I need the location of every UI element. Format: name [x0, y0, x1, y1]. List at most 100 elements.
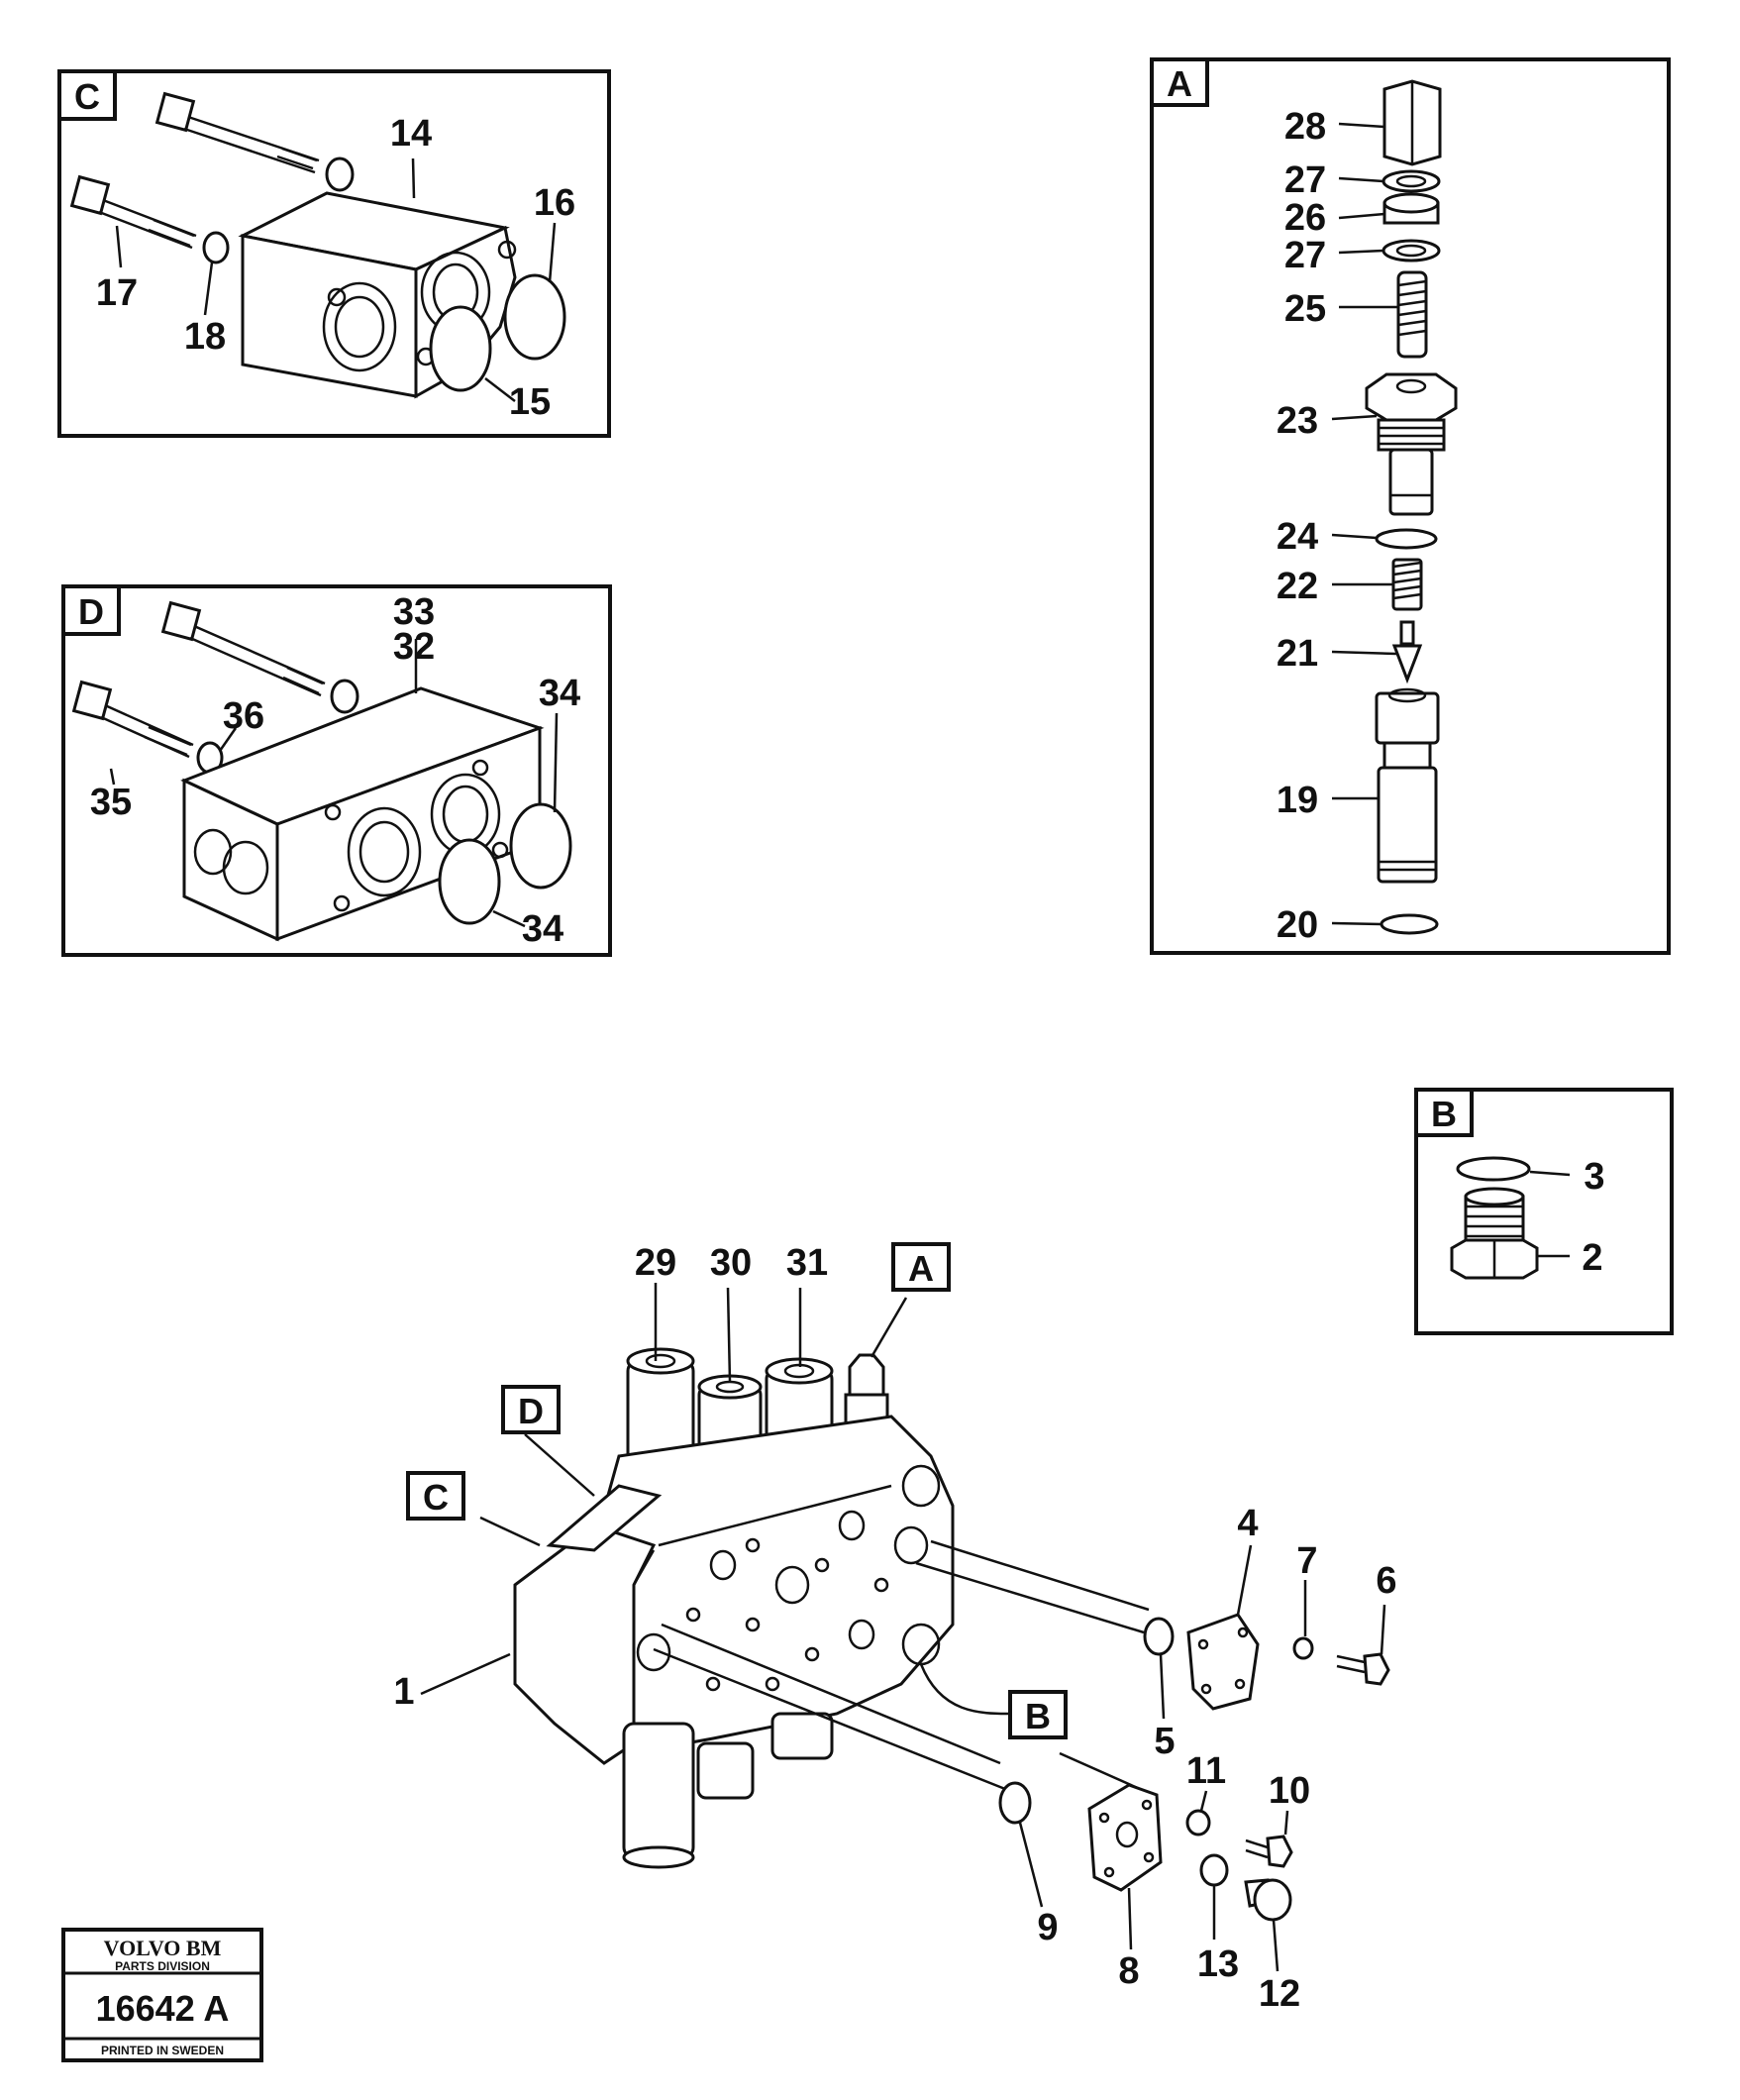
- label-15: 15: [509, 381, 551, 423]
- bolt-upper-d: [160, 600, 326, 697]
- o-ring-5: [1143, 1617, 1175, 1656]
- panel-b-tag: B: [1431, 1094, 1457, 1134]
- o-ring-24: [1375, 528, 1438, 550]
- o-ring-34-upper: [509, 802, 572, 890]
- plug-2: [1450, 1187, 1539, 1280]
- panel-d-tag-box: [61, 584, 121, 636]
- spool-end-lower: [622, 1722, 695, 1859]
- tag-box-a-main: [891, 1242, 951, 1292]
- label-27-upper: 27: [1284, 159, 1326, 201]
- label-17: 17: [96, 272, 138, 314]
- label-34-upper: 34: [539, 673, 580, 714]
- logo-drawing-number: 16642 A: [96, 1988, 230, 2029]
- bolt-upper: [154, 91, 320, 174]
- panel-c-frame: [57, 69, 611, 438]
- logo-printed: PRINTED IN SWEDEN: [101, 2044, 224, 2057]
- panel-d: D: [61, 584, 612, 957]
- poppet-21: [1391, 620, 1423, 684]
- label-23: 23: [1277, 400, 1318, 442]
- panel-c: C: [57, 69, 611, 438]
- adapter-block-14: [238, 191, 517, 399]
- label-14: 14: [390, 113, 432, 155]
- label-30: 30: [710, 1242, 752, 1284]
- label-13: 13: [1197, 1943, 1239, 1985]
- label-29: 29: [635, 1242, 676, 1284]
- logo-brand: VOLVO BM: [104, 1936, 222, 1960]
- washer-lower: [202, 231, 230, 264]
- label-11: 11: [1186, 1750, 1226, 1792]
- cover-plate-8: [1087, 1783, 1163, 1892]
- o-ring-3: [1456, 1156, 1531, 1182]
- main-valve-assembly: A D C B 29 30 31 1 4 7 6 5 11 10 9 8 13 …: [393, 1242, 1397, 2015]
- plug-12: [1244, 1878, 1292, 1922]
- label-32: 32: [393, 626, 435, 668]
- label-26: 26: [1284, 197, 1326, 239]
- label-25: 25: [1284, 288, 1326, 330]
- bolt-lower-d: [71, 680, 194, 759]
- label-31: 31: [786, 1242, 828, 1284]
- panel-b: B 3 2: [1414, 1088, 1674, 1335]
- label-20: 20: [1277, 904, 1318, 946]
- tag-a-main: A: [908, 1248, 934, 1289]
- valve-sleeve-19: [1375, 687, 1440, 884]
- tag-c-main: C: [423, 1477, 449, 1518]
- logo-division: PARTS DIVISION: [115, 1959, 210, 1973]
- panel-d-tag: D: [78, 591, 104, 632]
- label-28: 28: [1284, 106, 1326, 148]
- label-10: 10: [1269, 1770, 1310, 1812]
- tag-box-c-main: [406, 1471, 465, 1521]
- label-3: 3: [1584, 1156, 1604, 1198]
- o-ring-16: [503, 273, 566, 361]
- panel-c-tag-box: [57, 69, 117, 121]
- label-34-lower: 34: [522, 908, 563, 950]
- relief-valve-a: [844, 1353, 889, 1426]
- label-7: 7: [1296, 1540, 1317, 1582]
- cover-plate-4: [1186, 1613, 1260, 1711]
- tag-b-main: B: [1025, 1696, 1051, 1736]
- panel-a: A: [1150, 57, 1671, 955]
- spring-22: [1391, 558, 1423, 611]
- tag-box-b-main: [1008, 1690, 1068, 1739]
- label-21: 21: [1277, 633, 1318, 675]
- washer-7: [1292, 1636, 1314, 1660]
- label-33: 33: [393, 591, 435, 633]
- washer-upper-d: [330, 679, 359, 714]
- bolt-lower: [69, 174, 197, 250]
- body-ports: [636, 1464, 941, 1692]
- adjusting-screw-25: [1396, 270, 1428, 359]
- label-24: 24: [1277, 516, 1318, 558]
- label-22: 22: [1277, 566, 1318, 607]
- label-9: 9: [1037, 1907, 1058, 1948]
- label-1: 1: [393, 1671, 414, 1713]
- o-ring-15: [429, 305, 492, 392]
- valve-housing-23: [1365, 372, 1458, 516]
- label-6: 6: [1376, 1560, 1396, 1602]
- washer-27-upper: [1382, 169, 1441, 193]
- tag-box-d-main: [501, 1385, 561, 1434]
- panel-c-tag: C: [74, 76, 100, 117]
- label-18: 18: [184, 316, 226, 358]
- panel-a-tag-box: [1150, 57, 1209, 107]
- label-12: 12: [1259, 1973, 1300, 2015]
- panel-b-tag-box: [1414, 1088, 1474, 1137]
- o-ring-20: [1380, 913, 1439, 935]
- label-35: 35: [90, 782, 132, 823]
- o-ring-9: [998, 1781, 1032, 1825]
- screw-10: [1245, 1835, 1293, 1868]
- washer-11: [1185, 1809, 1211, 1837]
- label-36: 36: [223, 695, 264, 737]
- label-4: 4: [1237, 1503, 1258, 1544]
- panel-b-frame: [1414, 1088, 1674, 1335]
- tag-d-main: D: [518, 1391, 544, 1431]
- panel-d-frame: [61, 584, 612, 957]
- label-8: 8: [1118, 1950, 1139, 1992]
- o-ring-34-lower: [438, 838, 501, 925]
- panel-a-frame: [1150, 57, 1671, 955]
- volvo-bm-logo: VOLVO BM PARTS DIVISION 16642 A PRINTED …: [61, 1928, 263, 2062]
- label-19: 19: [1277, 780, 1318, 821]
- panel-a-tag: A: [1167, 63, 1192, 104]
- washer-27-lower: [1382, 239, 1441, 262]
- label-27-lower: 27: [1284, 235, 1326, 276]
